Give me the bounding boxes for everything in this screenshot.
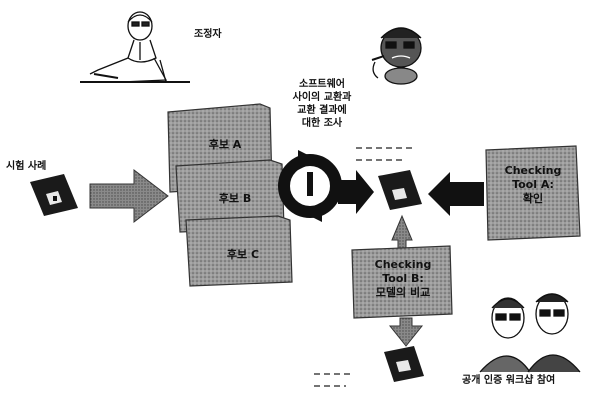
input-arrow xyxy=(89,168,169,224)
bottom-floppy xyxy=(384,346,424,382)
tool-b-line-3: 모델의 비교 xyxy=(375,286,431,299)
candidate-b-label: 후보 B xyxy=(218,192,252,205)
tool-b-line-2: Tool B: xyxy=(382,272,424,285)
workshop-label: 공개 인증 워크샵 참여 xyxy=(462,375,556,386)
candidate-a-label: 후보 A xyxy=(208,138,242,151)
coordinator-figure xyxy=(80,11,190,83)
tool-b-up-arrow xyxy=(391,214,413,255)
test-case-label: 시험 사례 xyxy=(6,161,47,172)
tool-a-label: Checking Tool A: 확인 xyxy=(490,164,576,206)
tool-b-line-1: Checking xyxy=(374,258,432,271)
tool-a-box xyxy=(485,145,581,241)
dashed-lines xyxy=(314,147,412,387)
survey-line-2: 사이의 교환과 xyxy=(292,92,352,103)
result-floppy xyxy=(378,170,422,210)
candidate-box-c xyxy=(185,215,293,287)
tool-a-arrow xyxy=(428,172,484,216)
tool-b-down-arrow xyxy=(388,317,424,347)
test-case-floppy xyxy=(30,174,78,216)
tool-b-label: Checking Tool B: 모델의 비교 xyxy=(356,258,450,300)
output-arrow xyxy=(338,170,374,214)
survey-line-1: 소프트웨어 xyxy=(299,79,345,90)
survey-line-3: 교환 결과에 xyxy=(297,105,347,116)
reviewer-figure xyxy=(371,27,422,85)
survey-label: 소프트웨어 사이의 교환과 교환 결과에 대한 조사 xyxy=(276,78,368,130)
candidate-c-label: 후보 C xyxy=(226,248,260,261)
tool-a-line-2: Tool A: xyxy=(512,178,554,191)
tool-a-line-1: Checking xyxy=(504,164,562,177)
tool-b-box xyxy=(351,245,453,319)
tool-a-line-3: 확인 xyxy=(522,192,544,205)
coordinator-label: 조정자 xyxy=(194,29,222,40)
survey-line-4: 대한 조사 xyxy=(301,118,343,129)
workshop-people xyxy=(479,293,581,373)
exchange-cycle-icon xyxy=(278,150,342,222)
